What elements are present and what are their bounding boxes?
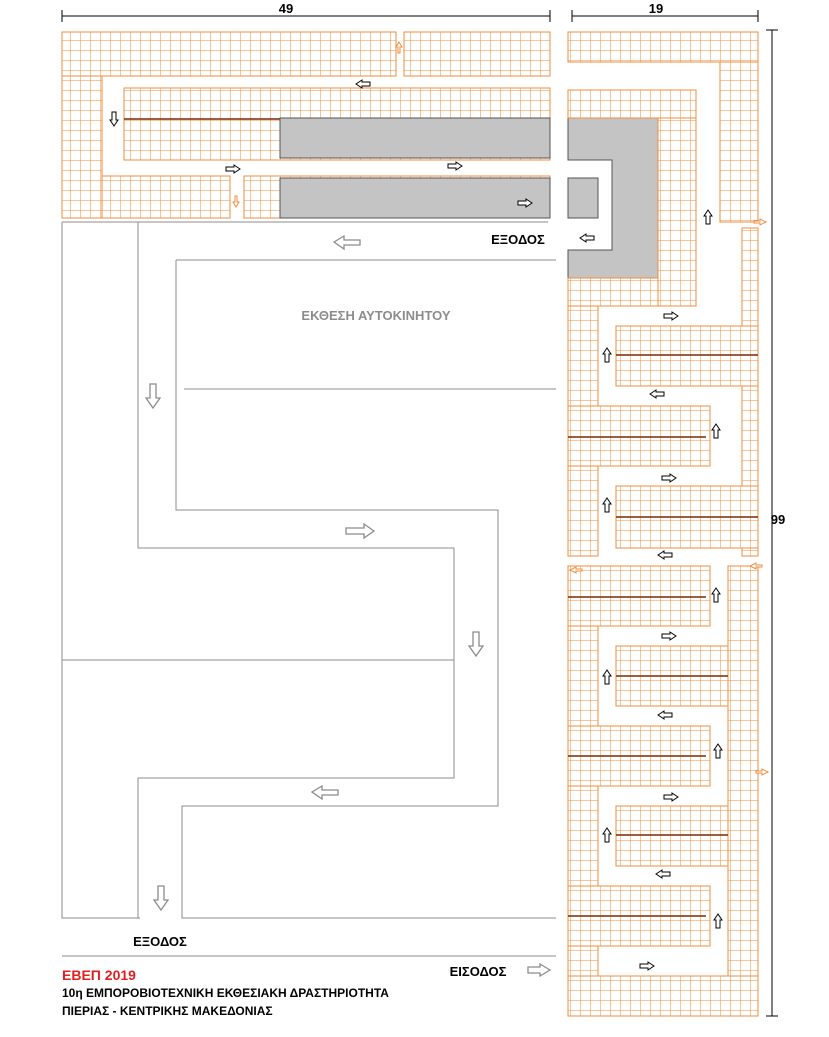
footer: ΕΒΕΠ 2019 10η ΕΜΠΟΡΟΒΙΟΤΕΧΝΙΚΗ ΕΚΘΕΣΙΑΚΗ… <box>62 966 389 1020</box>
stand-block[interactable] <box>567 565 711 627</box>
arrow-left-icon <box>657 550 673 560</box>
arrow-up-icon <box>711 587 721 603</box>
arrow-left-icon <box>579 233 595 243</box>
reserved-zone <box>279 117 659 279</box>
exit-bottom-label: ΕΞΟΔΟΣ <box>133 934 187 949</box>
arrow-up-icon <box>602 669 612 685</box>
stand-block[interactable] <box>567 975 759 1017</box>
arrow-up-icon <box>602 347 612 363</box>
footer-org: ΕΒΕΠ 2019 <box>62 967 136 983</box>
walkways <box>61 221 556 957</box>
arrow-right-icon <box>225 164 241 174</box>
stand-block[interactable] <box>719 61 759 223</box>
arrow-right-icon <box>663 792 679 802</box>
arrow-right-icon <box>447 161 463 171</box>
arrow-right-icon <box>661 473 677 483</box>
arrow-down-icon <box>144 383 162 410</box>
arrow-up-icon <box>703 209 713 225</box>
stand-block[interactable] <box>567 277 659 307</box>
arrow-left-icon <box>657 710 673 720</box>
stand-block[interactable] <box>567 405 711 467</box>
orange-markers <box>232 41 770 776</box>
stand-block[interactable] <box>567 31 759 63</box>
arrow-left-icon <box>310 784 339 801</box>
stand-block[interactable] <box>61 75 103 219</box>
arrow-right-icon <box>527 962 552 978</box>
arrow-right-icon <box>345 522 376 540</box>
stand-block[interactable] <box>657 117 697 307</box>
dimension-lines <box>61 10 778 1017</box>
stand-block[interactable] <box>567 625 599 1017</box>
exit-top-label: ΕΞΟΔΟΣ <box>491 232 545 247</box>
arrow-down-icon <box>109 111 119 127</box>
arrow-up-icon <box>602 497 612 513</box>
footer-line-1: 10η ΕΜΠΟΡΟΒΙΟΤΕΧΝΙΚΗ ΕΚΘΕΣΙΑΚΗ ΔΡΑΣΤΗΡΙΟ… <box>62 986 389 1000</box>
stand-block[interactable] <box>101 175 231 219</box>
right-width-label: 19 <box>649 1 663 16</box>
arrow-left-icon <box>332 234 361 251</box>
stand-block[interactable] <box>61 31 397 77</box>
entrance-label: ΕΙΣΟΔΟΣ <box>450 964 507 979</box>
stand-block[interactable] <box>615 325 759 387</box>
arrow-left-icon <box>649 389 665 399</box>
width-label: 49 <box>279 1 293 16</box>
arrow-right-icon <box>639 961 655 971</box>
stand-block[interactable] <box>615 805 729 867</box>
arrow-up-icon <box>713 913 723 929</box>
arrow-up-icon <box>602 827 612 843</box>
stand-block[interactable] <box>727 565 759 1017</box>
arrow-right-icon <box>517 198 533 208</box>
arrow-right-icon <box>663 311 679 321</box>
stand-block[interactable] <box>403 31 551 77</box>
height-label: 99 <box>771 512 785 527</box>
arrow-down-icon <box>467 631 485 658</box>
flow-arrows <box>109 79 723 971</box>
arrow-left-icon <box>655 869 671 879</box>
arrow-up-icon <box>713 743 723 759</box>
arrow-right-icon <box>661 631 677 641</box>
stand-block[interactable] <box>567 89 697 119</box>
arrow-down-icon <box>152 885 170 912</box>
stand-block[interactable] <box>741 227 759 557</box>
right-stand-blocks <box>567 31 759 1017</box>
arrow-left-icon <box>355 79 371 89</box>
footer-line-2: ΠΙΕΡΙΑΣ - ΚΕΝΤΡΙΚΗΣ ΜΑΚΕΔΟΝΙΑΣ <box>62 1004 273 1018</box>
walkway-arrows <box>144 234 552 978</box>
exhibit-area-label: ΕΚΘΕΣΗ ΑΥΤΟΚΙΝΗΤΟΥ <box>301 308 450 323</box>
arrow-up-icon <box>711 423 721 439</box>
